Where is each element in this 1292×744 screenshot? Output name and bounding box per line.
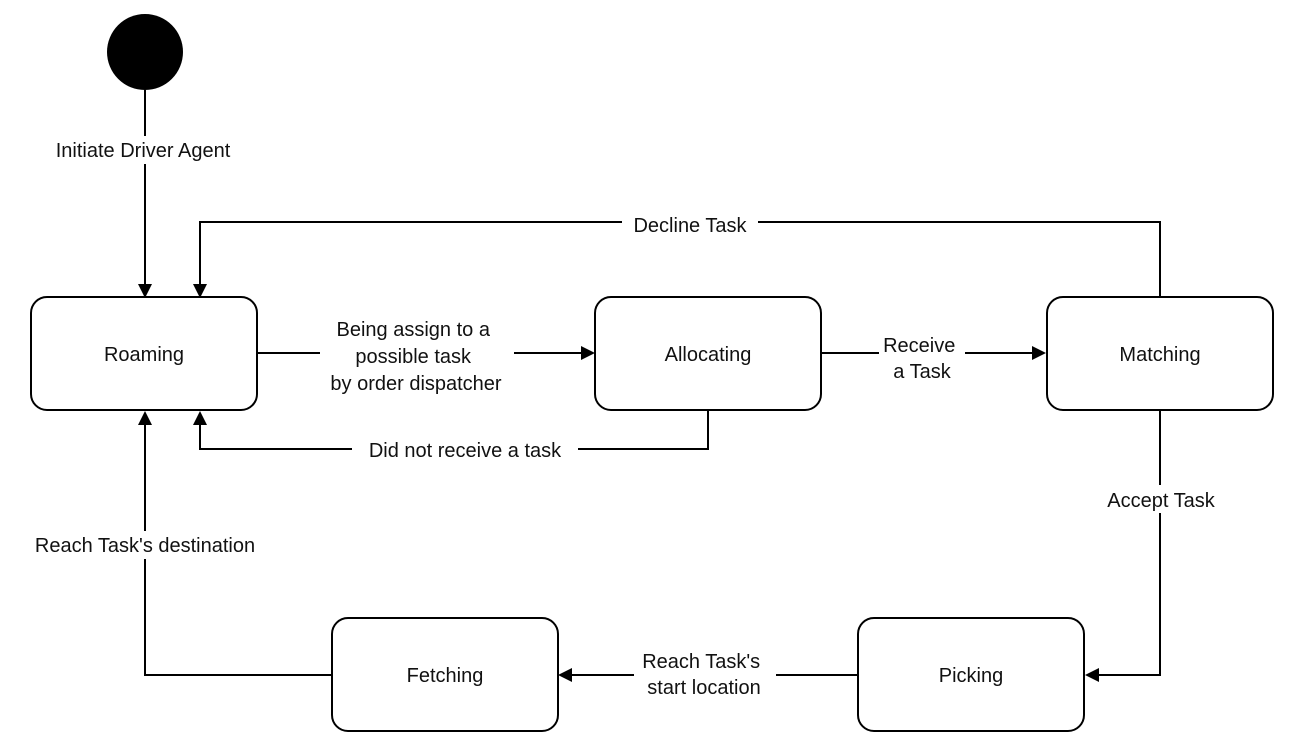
label-bg-reach-destination — [16, 531, 274, 559]
edge-label-reach-start: Reach Task's start location — [642, 651, 766, 699]
label-bg-reach-start — [634, 648, 776, 700]
state-label-fetching: Fetching — [407, 665, 484, 687]
label-bg-accept — [1095, 485, 1227, 513]
state-label-matching: Matching — [1119, 344, 1200, 366]
edge-label-reach-destination: Reach Task's destination — [35, 535, 255, 557]
arrowhead-initiate — [138, 284, 152, 298]
edge-label-receive-line-2: a Task — [893, 361, 951, 383]
label-bg-receive — [879, 332, 965, 384]
edge-label-assign-line-1: Being assign to a — [337, 319, 491, 341]
arrowhead-decline — [193, 284, 207, 298]
edge-label-reach-start-line-1: Reach Task's — [642, 651, 760, 673]
edge-label-assign-line-2: possible task — [355, 346, 472, 368]
label-bg-initiate — [38, 136, 250, 164]
state-label-picking: Picking — [939, 665, 1003, 687]
edge-label-initiate: Initiate Driver Agent — [56, 140, 231, 162]
arrowhead-accept — [1085, 668, 1099, 682]
edge-reach-destination — [144, 424, 332, 676]
state-label-allocating: Allocating — [665, 344, 752, 366]
initial-node — [107, 14, 183, 90]
edge-accept — [1098, 411, 1161, 676]
label-bg-assign — [320, 315, 514, 396]
state-picking: Picking — [857, 617, 1085, 732]
state-label-roaming: Roaming — [104, 344, 184, 366]
arrowhead-not-receive — [193, 411, 207, 425]
edge-label-not-receive: Did not receive a task — [369, 440, 562, 462]
arrowhead-receive — [1032, 346, 1046, 360]
edge-label-reach-start-line-2: start location — [647, 677, 760, 699]
edge-label-assign-line-3: by order dispatcher — [330, 373, 502, 395]
label-bg-not-receive — [352, 437, 578, 463]
state-allocating: Allocating — [594, 296, 822, 411]
state-matching: Matching — [1046, 296, 1274, 411]
arrowhead-reach-start — [558, 668, 572, 682]
state-roaming: Roaming — [30, 296, 258, 411]
state-fetching: Fetching — [331, 617, 559, 732]
edge-label-decline: Decline Task — [633, 215, 747, 237]
edge-label-accept: Accept Task — [1107, 490, 1215, 512]
edge-label-assign: Being assign to a possible task by order… — [330, 319, 502, 395]
arrowhead-assign — [581, 346, 595, 360]
arrowhead-reach-destination — [138, 411, 152, 425]
edge-label-receive: Receive a Task — [883, 335, 961, 383]
label-bg-decline — [622, 210, 758, 236]
edge-label-receive-line-1: Receive — [883, 335, 955, 357]
